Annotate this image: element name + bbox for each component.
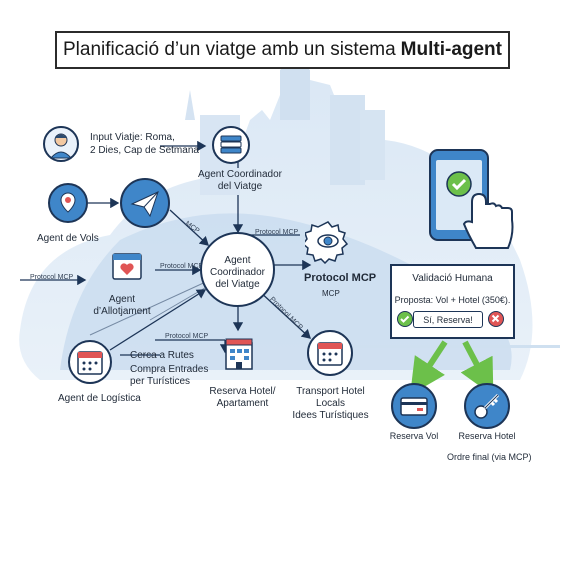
key-icon [464, 383, 510, 429]
calendar-heart-icon [110, 248, 144, 282]
edge-label-protocol-mcp-2: Protocol MCP [160, 263, 204, 270]
reserva-hotel-label: Reserva Hotel [458, 431, 516, 441]
coordinator-center-line1: Agent [224, 255, 251, 266]
confirm-booking-button[interactable]: Sí, Reserva! [413, 311, 483, 328]
coordinator-top-line2: del Viatge [217, 181, 263, 192]
transport-line3: Idees Turístiques [292, 410, 369, 421]
reserva-vol-label: Reserva Vol [389, 431, 439, 441]
edge-label-protocol-mcp-1: Protocol MCP [255, 229, 299, 236]
agent-vols-label: Agent de Vols [37, 233, 99, 244]
title-regular: Planificació d’un viatge amb un sistema [62, 39, 396, 60]
edge-label-protocol-mcp-3: Protocol MCP [30, 274, 74, 281]
hand-pointer-icon [462, 192, 514, 249]
coordinator-top-line1: Agent Coordinador [198, 169, 282, 180]
validation-title: Validació Humana [412, 273, 493, 284]
calendar-icon [68, 340, 112, 384]
transport-calendar-icon [307, 330, 353, 376]
logistica-task-2: Compra Entrades [130, 364, 209, 375]
phone-check-icon [428, 148, 518, 258]
coordinator-center-line3: del Viatge [215, 279, 260, 290]
input-line1: Input Viatje: Roma, [90, 132, 175, 143]
validation-proposal: Proposta: Vol + Hotel (350€). [394, 295, 511, 305]
user-icon [43, 126, 79, 162]
mcp-label: MCP [322, 289, 340, 298]
gear-eye-icon [301, 218, 351, 265]
input-line2: 2 Dies, Cap de Setmana [90, 145, 199, 156]
transport-line2: Locals [316, 398, 345, 409]
validation-panel: Validació Humana Proposta: Vol + Hotel (… [390, 264, 515, 339]
reserva-hotel-apt-line2: Apartament [216, 398, 269, 409]
document-stack-icon [212, 126, 250, 164]
reserva-hotel-apt-line1: Reserva Hotel/ [209, 386, 276, 397]
close-icon[interactable] [488, 311, 504, 327]
page-title: Planificació d’un viatge amb un sistema … [55, 31, 510, 69]
coordinator-center-line2: Coordinador [209, 267, 266, 278]
credit-card-icon [391, 383, 437, 429]
agent-allotjament-line1: Agent [108, 294, 136, 305]
central-coordinator-node [200, 232, 275, 307]
title-bold: Multi-agent [400, 39, 502, 60]
check-icon[interactable] [397, 311, 413, 327]
transport-line1: Transport Hotel [296, 386, 365, 397]
agent-allotjament-line2: d’Allotjament [93, 306, 151, 317]
paper-plane-icon [120, 178, 170, 228]
hotel-icon [220, 335, 258, 373]
final-order-label: Ordre final (via MCP) [447, 452, 532, 462]
logistica-task-1: Cerca a Rutes [130, 350, 194, 361]
logistica-task-3: per Turístices [130, 376, 191, 387]
protocol-mcp-main: Protocol MCP [304, 272, 377, 284]
agent-logistica-label: Agent de Logística [58, 393, 141, 404]
flight-pin-icon [48, 183, 88, 223]
edge-label-protocol-mcp-5: Protocol MCP [165, 333, 209, 340]
